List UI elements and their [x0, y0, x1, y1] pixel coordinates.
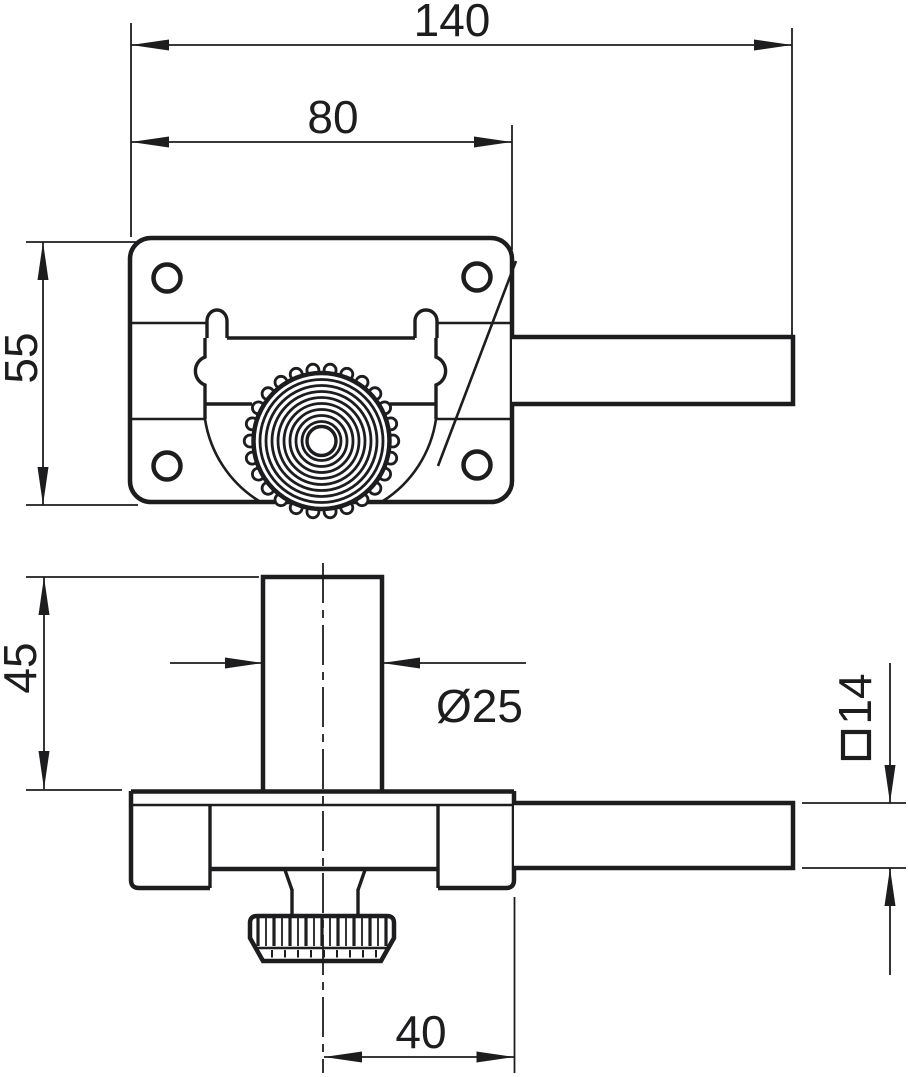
leader-line [436, 260, 518, 467]
bolt-tab-left [205, 308, 229, 338]
dim-label-140: 140 [414, 0, 491, 46]
dim-label-d25: Ø25 [436, 680, 523, 732]
dim-plate-width: 80 [131, 91, 513, 250]
dim-label-14: 14 [829, 673, 881, 724]
arrowhead-right [474, 136, 512, 148]
plate-cut-lines [130, 321, 512, 503]
front-view: 45 Ø25 14 40 [0, 563, 906, 1073]
dim-foot-offset: 40 [324, 897, 516, 1073]
bowl-cut-arc-left [203, 418, 260, 503]
cam-knob-rim [251, 370, 392, 512]
screw-hole [461, 261, 493, 293]
arrowhead-down [37, 467, 49, 505]
foot-stem [283, 869, 367, 916]
square-bar-front [514, 800, 796, 871]
bowl-cut-arc-right [382, 418, 438, 503]
dim-bar-square: 14 [802, 663, 906, 975]
arrowhead-up [37, 242, 49, 280]
bolt-right-edge-lug [434, 338, 448, 419]
arrowhead-down [38, 751, 50, 789]
screw-hole [461, 449, 493, 481]
arrowhead-up [884, 868, 896, 906]
bolt-left-edge-lug [193, 338, 207, 419]
knurl-lines [256, 918, 388, 958]
arrowhead-left [131, 39, 169, 51]
screw-hole [151, 450, 183, 482]
arrowhead-left [131, 136, 169, 148]
dim-label-80: 80 [307, 91, 358, 143]
dim-total-width: 140 [130, 0, 793, 336]
dim-label-45: 45 [0, 642, 46, 693]
arrowhead-down [884, 765, 896, 803]
dim-column-diameter: Ø25 [170, 657, 526, 732]
arrowhead-up [38, 577, 50, 615]
cam-knob-center-hole [305, 424, 338, 458]
dim-column-height: 45 [0, 576, 259, 791]
bolt-tab-right [413, 308, 439, 338]
cam-knob-top [242, 362, 401, 520]
cam-knob-rings [258, 378, 385, 504]
slide-bolt [193, 308, 448, 419]
screw-holes [151, 261, 493, 482]
dim-label-55: 55 [0, 332, 47, 383]
knurled-knob-front [247, 913, 397, 964]
arrowhead-right [225, 657, 263, 669]
arrowhead-left [324, 1051, 362, 1063]
dim-label-40: 40 [395, 1006, 446, 1058]
arrowhead-right [476, 1051, 515, 1063]
square-symbol [840, 729, 872, 761]
dim-plate-height: 55 [0, 241, 138, 506]
square-bar-top [512, 334, 796, 407]
plate-left-block [128, 791, 210, 891]
top-view: 140 80 55 [0, 0, 796, 520]
screw-hole [151, 262, 183, 294]
plate-right-block [438, 791, 517, 891]
plate-front [128, 789, 517, 891]
arrowhead-right [754, 39, 792, 51]
arrowhead-left [382, 657, 420, 669]
